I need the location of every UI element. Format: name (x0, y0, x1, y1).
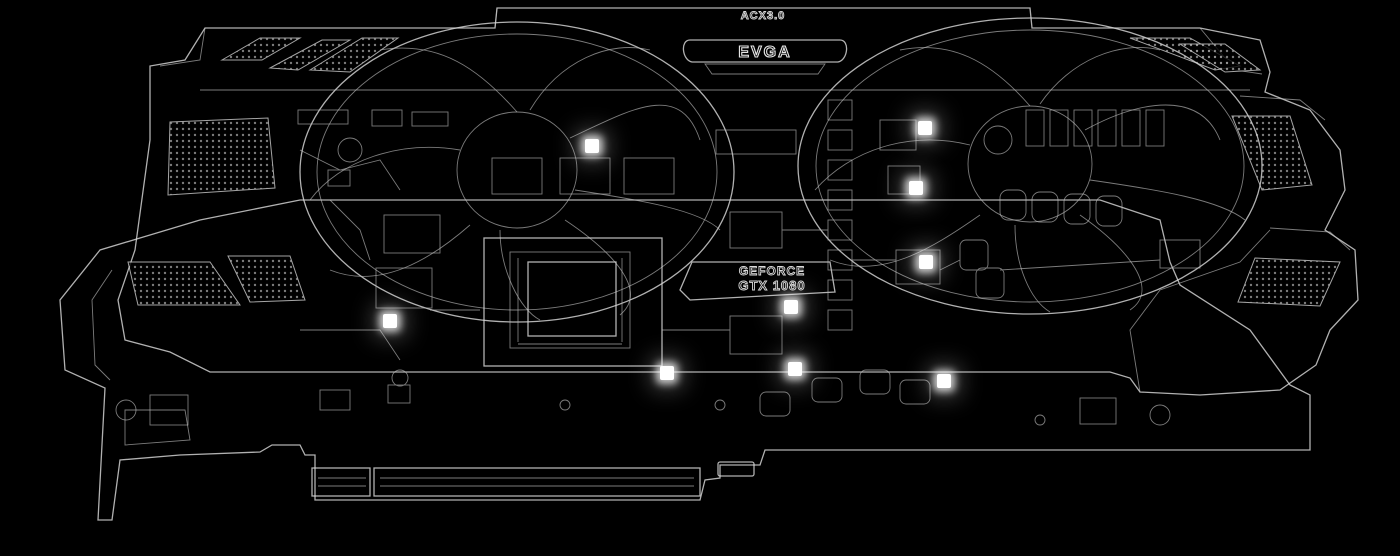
hotspot-marker[interactable] (784, 300, 798, 314)
mesh-vents (127, 37, 1341, 307)
hotspot-marker[interactable] (585, 139, 599, 153)
hotspot-marker[interactable] (788, 362, 802, 376)
hotspot-marker[interactable] (918, 121, 932, 135)
logo-plate (682, 39, 848, 75)
pcb-board (59, 199, 1311, 521)
hotspot-marker[interactable] (919, 255, 933, 269)
gpu-label-plate (679, 261, 836, 301)
geforce-label: GEFORCE (739, 264, 805, 278)
acx-label: ACX3.0 (741, 10, 786, 22)
hotspot-marker[interactable] (660, 366, 674, 380)
left-circuit (297, 109, 449, 261)
hotspot-marker[interactable] (383, 314, 397, 328)
evga-logo: EVGA (738, 44, 791, 61)
gpu-die-area (483, 237, 663, 367)
shroud-outline (117, 7, 1359, 396)
hotspot-marker[interactable] (937, 374, 951, 388)
right-fan (797, 17, 1263, 315)
hotspot-marker[interactable] (909, 181, 923, 195)
gtx-label: GTX 1080 (738, 278, 805, 293)
pcb-components (115, 99, 1201, 426)
left-fan (299, 21, 735, 323)
